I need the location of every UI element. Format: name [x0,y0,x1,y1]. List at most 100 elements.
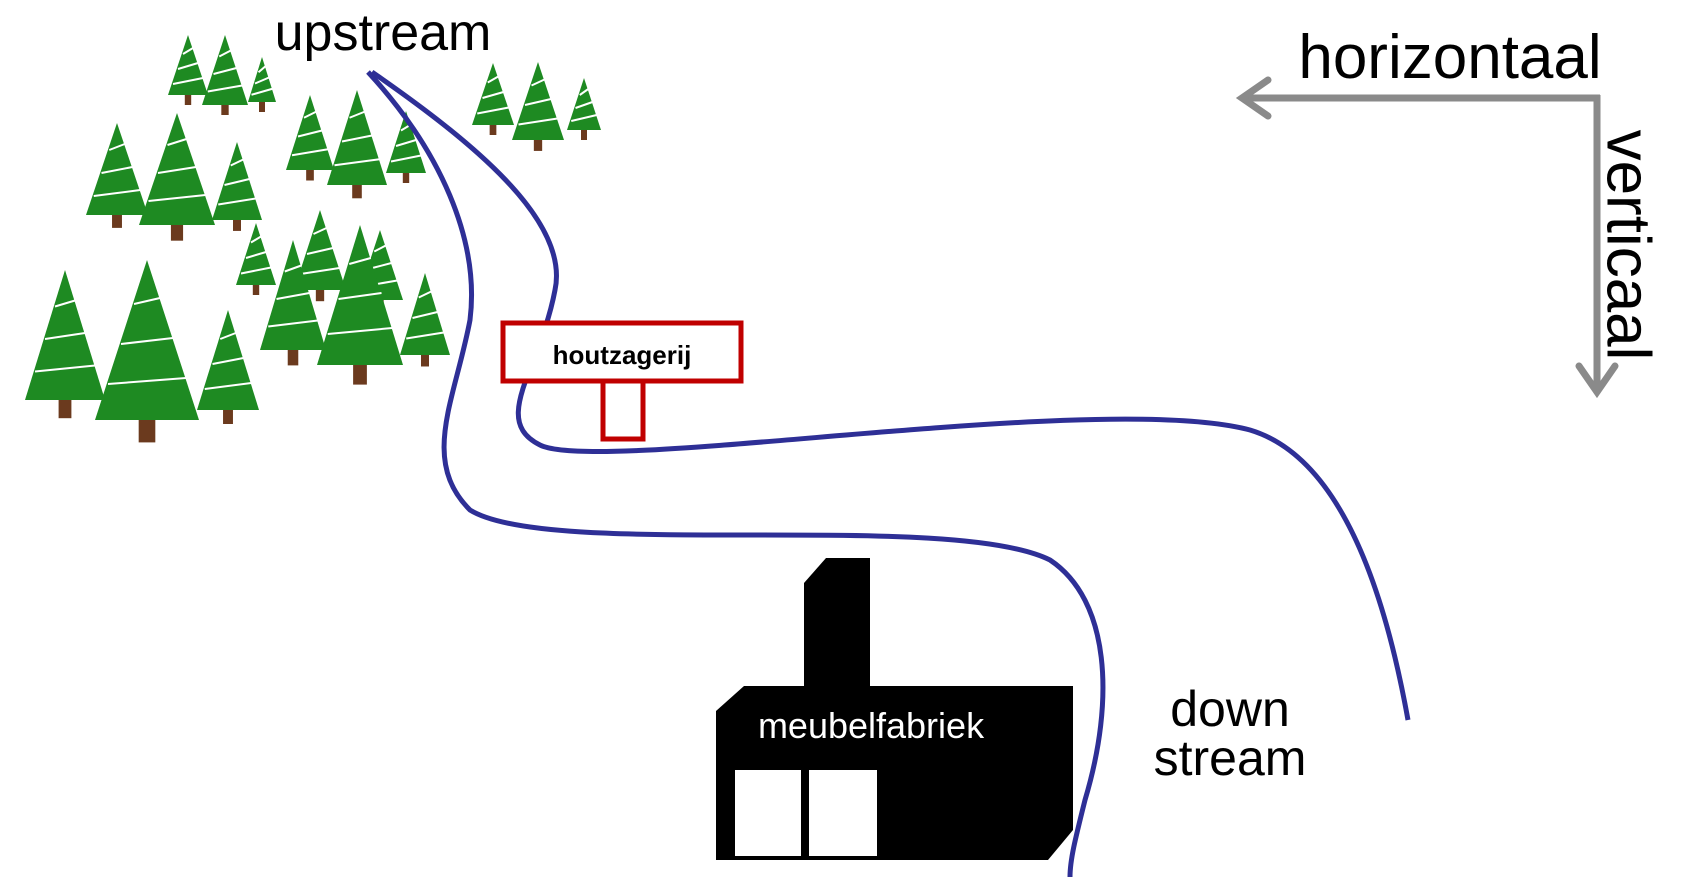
tree-stripe [167,138,187,146]
tree-stripe [334,158,380,167]
pine-tree-icon [168,35,208,105]
tree-stripe [108,143,126,151]
tree-stripe [412,311,438,319]
forest [25,35,601,443]
vertical-arrowhead [1575,362,1619,399]
pine-tree-icon [400,273,450,367]
tree-trunk [402,173,410,183]
tree-stripe [177,62,199,70]
tree-stripe [44,332,86,340]
tree-stripe [240,266,272,275]
tree-stripe [93,189,141,197]
tree-stripe [218,49,232,58]
tree-stripe [482,91,504,99]
tree-trunk [533,140,543,151]
tree-stripe [284,264,302,273]
tree-stripe [133,297,161,305]
tree-stripe [477,106,509,115]
tree-stripe [338,292,382,300]
factory-chimney [804,558,870,700]
tree-stripe [204,382,252,390]
factory-window-right [805,766,881,860]
tree-trunk [315,290,325,302]
sawmill-label: houtzagerij [553,340,692,370]
upstream-label: upstream [275,4,492,62]
tree-stripe [157,166,197,174]
horizontal-arrowhead [1235,76,1272,120]
tree-trunk [306,170,314,181]
tree-trunk [221,105,229,115]
tree-stripe [575,101,593,109]
tree-stripe [395,139,417,147]
tree-stripe [291,148,329,157]
tree-stripe [207,84,243,93]
tree-trunk [252,285,260,295]
tree-stripe [212,357,244,365]
tree-stripe [571,114,597,122]
tree-stripe [254,76,270,85]
tree-stripe [251,87,273,96]
tree-trunk [233,220,241,231]
tree-stripe [349,110,365,119]
tree-stripe [107,377,187,385]
pine-tree-icon [25,270,105,419]
tree-stripe [303,110,317,119]
sawmill-sign-post [600,378,646,442]
tree-stripe [348,257,372,265]
tree-stripe [487,75,499,84]
tree-stripe [224,178,250,186]
tree-stripe [120,337,174,345]
tree-stripe [245,251,267,259]
tree-trunk [353,365,367,385]
tree-trunk [223,410,233,424]
downstream-label-line2: stream [1154,730,1307,786]
tree-stripe [518,117,558,126]
pine-tree-icon [567,78,601,140]
tree-stripe [182,47,194,55]
tree-stripe [54,299,76,308]
river-bank-left [366,70,1106,877]
tree-stripe [373,244,387,253]
pine-tree-icon [294,210,346,302]
tree-trunk [138,420,156,443]
pine-tree-icon [236,223,276,295]
tree-stripe [327,327,393,335]
vertical-label: verticaal [1594,130,1663,361]
tree-trunk [421,355,429,367]
tree-trunk [489,125,497,135]
pine-tree-icon [260,240,326,366]
downstream-label-line1: down [1170,681,1290,737]
tree-stripe [172,77,204,85]
pine-tree-icon [86,123,148,228]
horizontal-label: horizontaal [1298,23,1601,92]
tree-stripe [524,98,552,106]
factory: meubelfabriek [716,558,1073,860]
tree-stripe [341,134,373,143]
tree-stripe [276,292,310,300]
tree-trunk [112,215,122,228]
tree-stripe [418,290,432,299]
tree-trunk [259,102,265,112]
tree-stripe [230,158,244,167]
tree-trunk [352,185,362,199]
tree-trunk [170,225,184,241]
tree-stripe [268,319,318,328]
tree-stripe [579,88,589,96]
tree-stripe [148,194,206,202]
tree-stripe [297,129,323,138]
direction-arrows: horizontaal verticaal [1235,23,1663,399]
tree-stripe [300,267,340,275]
tree-stripe [219,332,237,340]
tree-trunk [58,400,72,419]
tree-stripe [306,247,334,255]
river-bank-right [370,69,1411,721]
tree-stripe [257,65,267,74]
pine-tree-icon [202,35,248,115]
pine-tree-icon [327,90,387,199]
tree-stripe [313,227,327,235]
pine-tree-icon [317,225,403,385]
factory-window-left [731,766,805,860]
tree-stripe [218,197,256,206]
